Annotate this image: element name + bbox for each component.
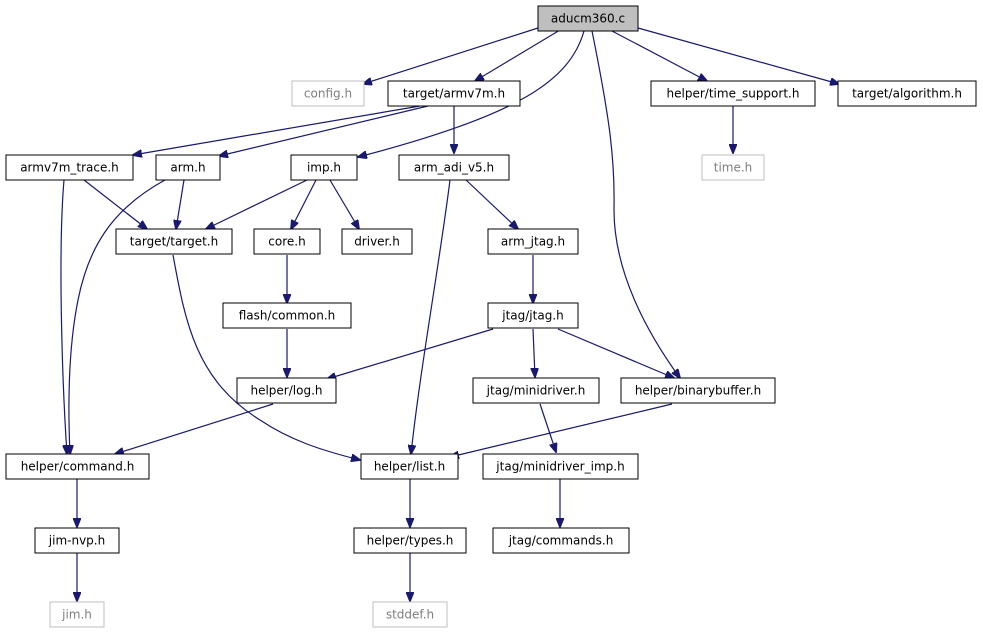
node-label: jtag/commands.h	[508, 534, 614, 548]
node-label: stddef.h	[386, 608, 434, 622]
node-imp-h[interactable]: imp.h	[290, 154, 358, 181]
node-label: aducm360.c	[551, 12, 625, 26]
node-label: driver.h	[354, 235, 400, 249]
edge-imp-to-driver	[329, 179, 359, 229]
node-label: time.h	[714, 161, 753, 175]
node-helper-time-support-h[interactable]: helper/time_support.h	[650, 80, 816, 107]
edge-trace-to-target	[83, 179, 147, 229]
node-helper-log-h[interactable]: helper/log.h	[236, 377, 337, 404]
node-aducm360-c[interactable]: aducm360.c	[537, 5, 639, 32]
node-helper-list-h[interactable]: helper/list.h	[360, 453, 459, 480]
node-label: arm.h	[170, 161, 205, 175]
node-arm-h[interactable]: arm.h	[155, 154, 221, 181]
node-jim-nvp-h[interactable]: jim-nvp.h	[34, 527, 120, 554]
edge-log-to-command	[115, 403, 274, 454]
edge-target-to-list	[172, 254, 360, 460]
node-label: helper/binarybuffer.h	[635, 384, 761, 398]
node-arm-adi-v5-h[interactable]: arm_adi_v5.h	[398, 154, 510, 181]
edge-trace-to-command	[60, 179, 67, 454]
node-jim-h[interactable]: jim.h	[49, 601, 105, 628]
node-helper-types-h[interactable]: helper/types.h	[353, 527, 467, 554]
node-label: helper/types.h	[367, 534, 454, 548]
node-label: helper/log.h	[250, 384, 322, 398]
node-label: target/armv7m.h	[403, 87, 505, 101]
edge-arm-to-target	[176, 179, 185, 229]
node-helper-command-h[interactable]: helper/command.h	[5, 453, 150, 480]
edge-aducm360-to-imp	[358, 30, 585, 157]
edge-aducm360-to-timesupport	[611, 30, 707, 81]
node-label: armv7m_trace.h	[20, 161, 119, 175]
edge-aducm360-to-algorithm	[637, 27, 839, 84]
node-label: core.h	[268, 235, 305, 249]
node-label: arm_jtag.h	[501, 235, 565, 249]
node-label: flash/common.h	[239, 309, 336, 323]
node-jtag-jtag-h[interactable]: jtag/jtag.h	[487, 302, 579, 329]
node-label: jtag/jtag.h	[501, 309, 563, 323]
node-time-h[interactable]: time.h	[701, 154, 765, 181]
node-flash-common-h[interactable]: flash/common.h	[222, 302, 352, 329]
node-label: jtag/minidriver.h	[486, 384, 586, 398]
node-jtag-minidriver-h[interactable]: jtag/minidriver.h	[472, 377, 600, 404]
node-target-algorithm-h[interactable]: target/algorithm.h	[837, 80, 977, 107]
node-label: target/algorithm.h	[852, 87, 962, 101]
node-core-h[interactable]: core.h	[253, 228, 321, 255]
node-label: helper/time_support.h	[667, 87, 800, 101]
node-label: helper/list.h	[374, 460, 445, 474]
edge-jtag-to-minidriver	[533, 328, 535, 377]
edge-aducm360-to-binarybuffer	[591, 30, 680, 378]
node-label: jtag/minidriver_imp.h	[495, 460, 624, 474]
edge-binarybuffer-to-list	[450, 403, 673, 457]
node-helper-binarybuffer-h[interactable]: helper/binarybuffer.h	[620, 377, 776, 404]
edge-aducm360-to-config	[363, 27, 539, 84]
node-label: jim.h	[61, 608, 92, 622]
edge-imp-to-target	[206, 179, 308, 229]
node-target-armv7m-h[interactable]: target/armv7m.h	[387, 80, 521, 107]
node-driver-h[interactable]: driver.h	[341, 228, 413, 255]
node-label: arm_adi_v5.h	[414, 161, 494, 175]
node-jtag-commands-h[interactable]: jtag/commands.h	[492, 527, 630, 554]
edge-armv7m-to-arm	[219, 105, 429, 156]
edge-jtag-to-log	[327, 328, 494, 379]
edge-adi-to-list	[411, 179, 451, 454]
edge-jtag-to-binarybuffer	[557, 328, 674, 378]
edge-minidriver-to-minidriverimp	[539, 403, 556, 452]
edge-imp-to-core	[291, 179, 317, 229]
node-config-h[interactable]: config.h	[291, 80, 365, 107]
node-label: helper/command.h	[21, 460, 135, 474]
node-stddef-h[interactable]: stddef.h	[372, 601, 448, 628]
node-jtag-minidriver-imp-h[interactable]: jtag/minidriver_imp.h	[482, 453, 639, 480]
edge-adi-to-armjtag	[465, 179, 518, 229]
node-label: imp.h	[307, 161, 341, 175]
edges	[60, 27, 839, 601]
node-label: config.h	[304, 87, 352, 101]
edge-aducm360-to-armv7m	[475, 29, 561, 81]
node-label: target/target.h	[130, 235, 218, 249]
nodes: aducm360.c config.h target/armv7m.h help…	[5, 5, 977, 628]
edge-arm-to-command	[69, 179, 166, 454]
edge-armv7m-to-trace	[133, 105, 421, 155]
node-target-target-h[interactable]: target/target.h	[115, 228, 233, 255]
node-armv7m-trace-h[interactable]: armv7m_trace.h	[5, 154, 134, 181]
node-arm-jtag-h[interactable]: arm_jtag.h	[487, 228, 579, 255]
node-label: jim-nvp.h	[48, 534, 105, 548]
